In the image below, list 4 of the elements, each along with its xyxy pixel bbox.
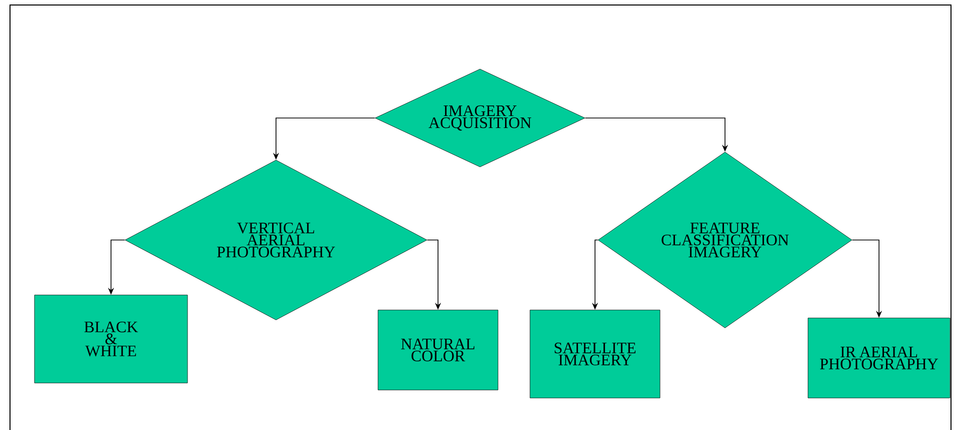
process-box: IR AERIAL PHOTOGRAPHY xyxy=(808,318,950,398)
process-box: SATELLITE IMAGERY xyxy=(530,310,660,398)
process-box: BLACK & WHITE xyxy=(34,294,188,384)
process-box: NATURAL COLOR xyxy=(378,310,498,390)
